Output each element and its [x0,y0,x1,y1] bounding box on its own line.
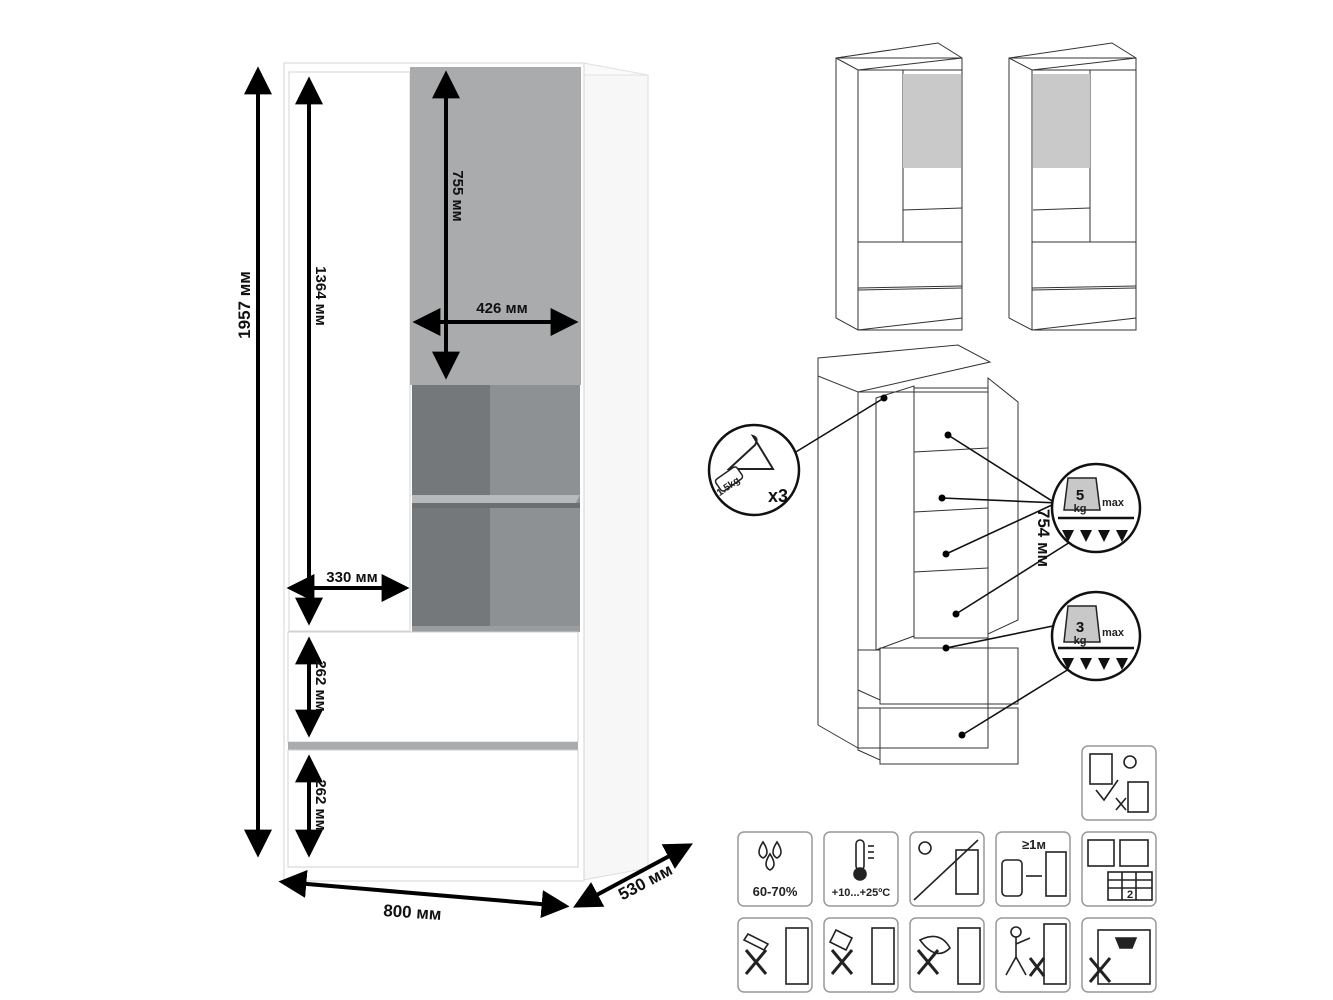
label-glass-width: 426 мм [476,300,527,317]
distance-label: ≥1м [1022,837,1046,852]
drawer-weight: 3 [1076,619,1084,636]
drawer-top [287,631,579,743]
no-sharp-tools-icon [737,917,813,993]
no-heavy-objects-on-top-icon [1081,917,1157,993]
label-drawer2: 262 мм [312,779,329,830]
icon-glyphs [742,753,1153,985]
variant-right-door [1008,42,1137,331]
label-glass-height: 755 мм [449,170,466,221]
down-arrows-icon [1062,658,1128,670]
drawer-handle-gap [288,742,578,750]
label-drawer1: 262 мм [312,660,329,711]
arrow-total-width [278,869,570,919]
temperature-label: +10...+25ºC [832,887,891,899]
label-door-height: 1364 мм [312,266,329,326]
shelf-load-badge: 5 kg max [1050,462,1142,554]
label-total-width: 800 мм [383,901,442,924]
gray-glass-panel [410,67,581,385]
shelf-weight: 5 [1076,487,1084,504]
arrow-depth [573,843,693,908]
open-niche [412,385,580,632]
dimension-lines [244,66,693,919]
wall-mount-warning-icon [1081,745,1157,821]
leader-dots [880,394,966,739]
hanger-count: x3 [768,486,788,506]
drawer-unit: kg [1074,635,1087,647]
variant-left-door [835,42,963,331]
no-chemicals-icon [823,917,899,993]
label-drawer-depth: 754 мм [1034,509,1053,567]
weight-icon [1063,477,1101,511]
drawer-bottom [287,749,579,868]
shelf-unit: kg [1074,503,1087,515]
drawer-max: max [1102,627,1125,639]
label-total-height: 1957 мм [235,271,254,339]
label-door-width: 330 мм [326,569,377,586]
down-arrows-icon [1062,530,1128,542]
humidity-label: 60-70% [753,884,798,899]
weight-icon [1063,605,1101,643]
assembly-instructions-icon [1081,831,1157,907]
water-drops-icon [737,831,813,907]
hanger-icon [714,434,775,492]
hanger-load-badge: 1.5kg x3 [707,423,801,517]
do-not-climb-icon [995,917,1071,993]
open-wardrobe-drawing [817,344,1019,765]
wardrobe-side-panel [582,62,649,881]
assembly-label: 2 [1127,889,1133,901]
shelf-max: max [1102,497,1125,509]
drawer-load-badge: 3 kg max [1050,590,1142,682]
keep-distance-from-heater-icon [995,831,1071,907]
